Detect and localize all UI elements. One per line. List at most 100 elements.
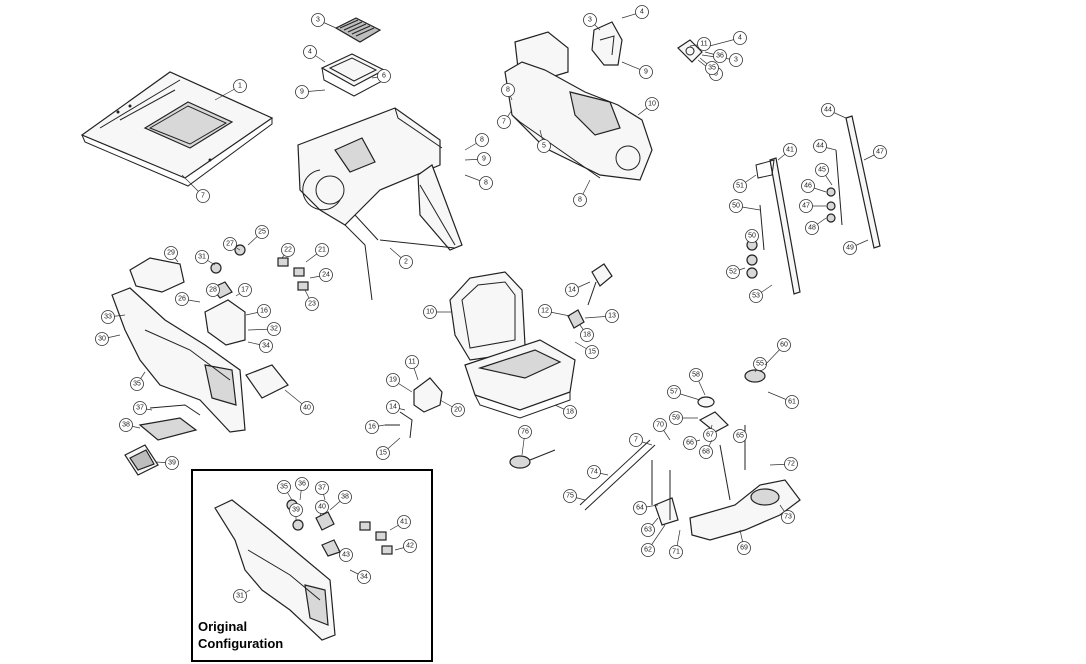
callout-cons17: 35	[130, 371, 146, 391]
callout-circle	[377, 69, 391, 83]
callout-circle	[497, 115, 511, 129]
callout-circle	[403, 539, 417, 553]
callout-circle	[537, 139, 551, 153]
callout-circle	[303, 45, 317, 59]
callout-number: 63	[644, 527, 652, 534]
callout-number: 37	[136, 405, 144, 412]
callout-cons2: 31	[195, 250, 216, 266]
seat-switch	[509, 449, 556, 469]
callout-number: 35	[280, 484, 288, 491]
callout-circle	[873, 145, 887, 159]
callout-seat5: 15	[574, 341, 599, 359]
callout-circle	[641, 523, 655, 537]
callout-seat1: 10	[423, 305, 452, 319]
callout-ins3: 37	[315, 481, 329, 501]
inset-title-line1: Original	[198, 619, 248, 634]
callout-circle	[295, 85, 309, 99]
callout-number: 23	[308, 301, 316, 308]
callout-circle	[479, 176, 493, 190]
callout-cons21: 40	[284, 389, 314, 415]
callout-number: 3	[316, 17, 320, 24]
callout-number: 14	[389, 404, 397, 411]
operator-seat	[449, 271, 576, 419]
callout-ins11: 31	[233, 589, 251, 603]
callout-number: 58	[692, 372, 700, 379]
callout-number: 39	[292, 507, 300, 514]
callout-hood2: 7	[181, 174, 210, 203]
callout-number: 44	[824, 107, 832, 114]
callout-circle	[196, 189, 210, 203]
floor-mat	[124, 404, 201, 476]
callout-ped14: 64	[633, 501, 659, 515]
callout-number: 61	[788, 399, 796, 406]
callout-rod2: 41	[777, 143, 797, 161]
callout-number: 18	[566, 409, 574, 416]
callout-cab8: 8	[573, 179, 591, 207]
callout-gA: 8	[464, 133, 489, 151]
callout-circle	[365, 420, 379, 434]
callout-circle	[697, 37, 711, 51]
callout-number: 37	[318, 485, 326, 492]
callout-circle	[257, 304, 271, 318]
callout-cab1: 3	[583, 13, 601, 31]
callout-cab5: 8	[501, 83, 515, 101]
console-small-parts	[204, 244, 309, 346]
callout-number: 11	[408, 359, 415, 366]
callout-number: 8	[484, 180, 488, 187]
callout-number: 71	[672, 549, 680, 556]
callout-circle	[315, 500, 329, 514]
callout-number: 52	[729, 269, 737, 276]
callout-number: 51	[736, 183, 744, 190]
callout-circle	[405, 355, 419, 369]
callout-circle	[206, 283, 220, 297]
callout-cons10: 30	[95, 332, 121, 346]
callout-circle	[376, 446, 390, 460]
callout-circle	[338, 490, 352, 504]
callout-circle	[583, 13, 597, 27]
callout-ped6: 59	[669, 411, 698, 425]
callout-number: 2	[404, 259, 408, 266]
callout-number: 33	[104, 314, 112, 321]
callout-number: 8	[480, 137, 484, 144]
callout-number: 15	[588, 349, 596, 356]
callout-rod14: 53	[749, 284, 773, 303]
callout-rod6: 46	[801, 179, 827, 193]
inset-title: Original Configuration	[198, 618, 283, 652]
callout-ins10: 34	[349, 569, 371, 584]
callout-number: 9	[300, 89, 304, 96]
callout-number: 7	[502, 119, 506, 126]
callout-circle	[585, 345, 599, 359]
callout-gB: 9	[464, 152, 491, 166]
inset-frame	[191, 469, 433, 662]
callout-number: 73	[784, 514, 792, 521]
callout-circle	[843, 241, 857, 255]
callout-circle	[573, 193, 587, 207]
callout-number: 4	[308, 49, 312, 56]
callout-circle	[255, 225, 269, 239]
callout-number: 18	[583, 332, 591, 339]
callout-number: 67	[706, 432, 714, 439]
callout-cons16: 34	[247, 339, 273, 353]
callout-number: 48	[808, 225, 816, 232]
callout-number: 76	[521, 429, 529, 436]
callout-ins8: 42	[394, 539, 417, 553]
callout-ped11: 70	[653, 418, 671, 441]
callout-number: 40	[318, 504, 326, 511]
rod-assembly	[746, 115, 881, 295]
callout-cons11: 26	[175, 292, 201, 306]
callout-circle	[781, 510, 795, 524]
callout-circle	[821, 103, 835, 117]
seat-armrest	[385, 377, 443, 439]
callout-rod13: 52	[726, 265, 746, 279]
callout-tr5: 36	[704, 49, 727, 63]
callout-circle	[669, 545, 683, 559]
callout-number: 3	[588, 17, 592, 24]
callout-number: 16	[368, 424, 376, 431]
callout-ped5: 58	[689, 368, 706, 396]
callout-circle	[689, 368, 703, 382]
callout-tr4: 11	[689, 37, 711, 51]
callout-number: 47	[802, 203, 810, 210]
callout-cons1: 29	[164, 246, 179, 263]
callout-circle	[683, 436, 697, 450]
callout-ped8: 68	[699, 439, 713, 459]
